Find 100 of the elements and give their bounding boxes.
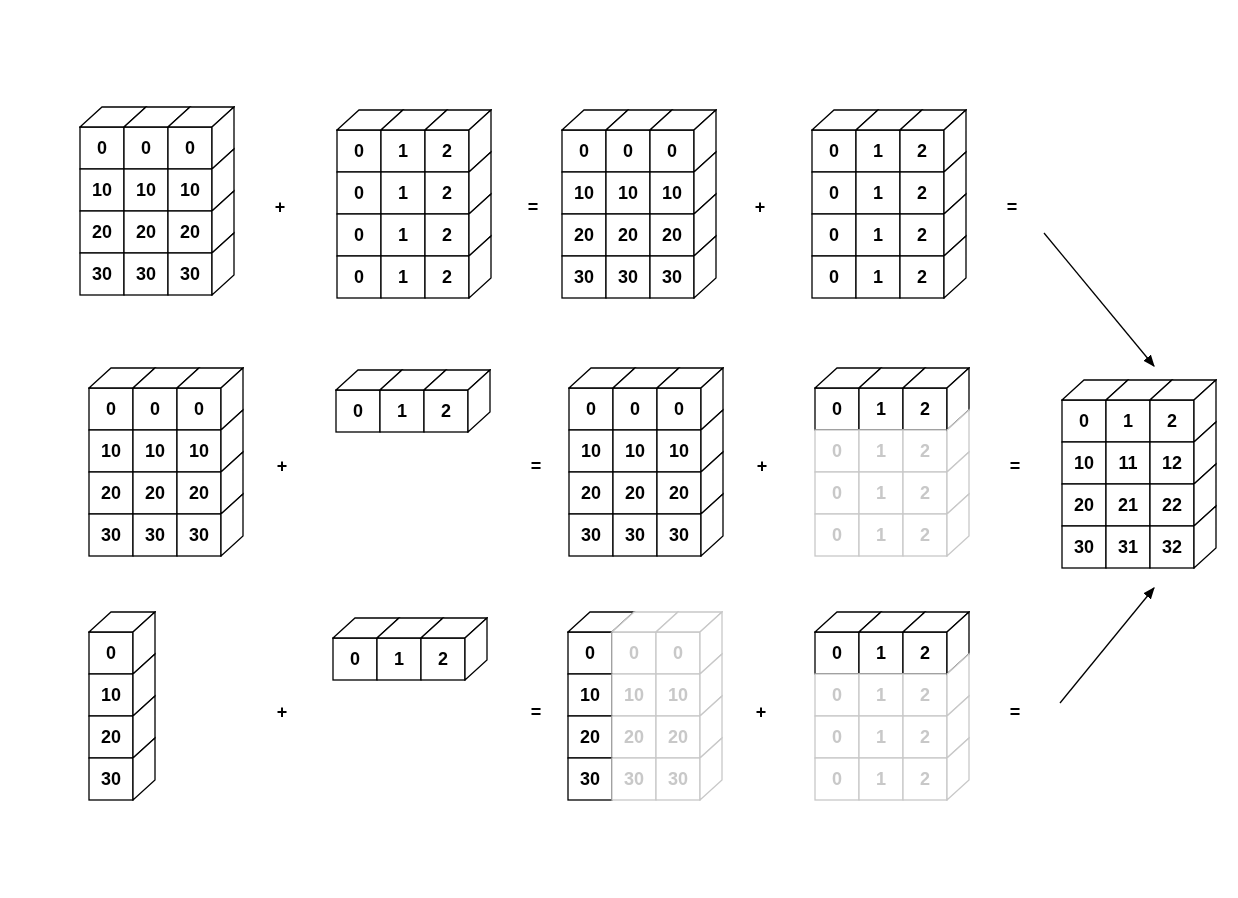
cell-value: 20 <box>617 223 639 247</box>
operator-symbol: = <box>1009 703 1021 721</box>
cell-value: 30 <box>661 265 683 289</box>
cell-value: 0 <box>828 265 840 289</box>
cell-value: 2 <box>441 223 453 247</box>
cell-value: 2 <box>919 397 931 421</box>
cell-value: 10 <box>91 178 113 202</box>
cell-value: 30 <box>144 523 166 547</box>
cell-value: 10 <box>135 178 157 202</box>
operator-symbol: + <box>274 198 286 216</box>
operator-symbol: + <box>276 457 288 475</box>
cell-value: 20 <box>100 481 122 505</box>
operator-symbol: = <box>530 457 542 475</box>
cell-value: 0 <box>353 181 365 205</box>
cell-value: 0 <box>585 397 597 421</box>
operator-symbol: = <box>527 198 539 216</box>
cell-value: 20 <box>179 220 201 244</box>
cell-value: 1 <box>393 647 405 671</box>
arrow <box>1059 587 1155 704</box>
cell-value: 1 <box>397 265 409 289</box>
cell-value: 20 <box>188 481 210 505</box>
cell-value: 30 <box>624 523 646 547</box>
cell-value: 0 <box>140 136 152 160</box>
cell-value: 1 <box>396 399 408 423</box>
cell-value: 30 <box>617 265 639 289</box>
cell-value: 30 <box>1073 535 1095 559</box>
cell-value: 2 <box>441 181 453 205</box>
cell-value: 20 <box>144 481 166 505</box>
cell-value: 2 <box>916 181 928 205</box>
cell-value: 10 <box>580 439 602 463</box>
cell-value: 30 <box>135 262 157 286</box>
cell-value: 0 <box>353 265 365 289</box>
cell-value: 1 <box>397 139 409 163</box>
cell-value: 10 <box>100 683 122 707</box>
cell-value: 0 <box>584 641 596 665</box>
cell-value: 30 <box>100 523 122 547</box>
operator-symbol: = <box>530 703 542 721</box>
cell-value: 20 <box>579 725 601 749</box>
cell-value: 30 <box>100 767 122 791</box>
cell-value: 0 <box>105 641 117 665</box>
cell-value: 30 <box>188 523 210 547</box>
operator-symbol: = <box>1009 457 1021 475</box>
cell-value: 0 <box>105 397 117 421</box>
cell-value: 1 <box>875 397 887 421</box>
cell-value: 10 <box>144 439 166 463</box>
cell-value: 1 <box>397 181 409 205</box>
cell-value: 20 <box>573 223 595 247</box>
cell-value: 2 <box>916 223 928 247</box>
cell-value: 0 <box>193 397 205 421</box>
cell-value: 1 <box>872 181 884 205</box>
cell-value: 2 <box>916 265 928 289</box>
cell-value: 20 <box>100 725 122 749</box>
cell-value: 0 <box>673 397 685 421</box>
cell-value: 21 <box>1117 493 1139 517</box>
cell-value: 1 <box>1122 409 1134 433</box>
cell-value: 0 <box>831 397 843 421</box>
cell-value: 0 <box>1078 409 1090 433</box>
cell-value: 0 <box>149 397 161 421</box>
cell-value: 10 <box>188 439 210 463</box>
cell-value: 20 <box>661 223 683 247</box>
cell-value: 2 <box>440 399 452 423</box>
cell-value: 0 <box>828 181 840 205</box>
cell-value: 30 <box>579 767 601 791</box>
cell-value: 12 <box>1161 451 1183 475</box>
cell-value: 31 <box>1117 535 1139 559</box>
cell-value: 10 <box>1073 451 1095 475</box>
cell-value: 10 <box>100 439 122 463</box>
cell-value: 1 <box>875 641 887 665</box>
cell-value: 2 <box>441 139 453 163</box>
cell-value: 10 <box>668 439 690 463</box>
cell-value: 22 <box>1161 493 1183 517</box>
cell-value: 0 <box>184 136 196 160</box>
operator-symbol: + <box>276 703 288 721</box>
cell-value: 0 <box>666 139 678 163</box>
cell-value: 0 <box>353 223 365 247</box>
cell-value: 1 <box>397 223 409 247</box>
cell-value: 2 <box>1166 409 1178 433</box>
cell-value: 20 <box>1073 493 1095 517</box>
cell-value: 0 <box>353 139 365 163</box>
cell-value: 30 <box>91 262 113 286</box>
cell-value: 20 <box>580 481 602 505</box>
cell-value: 10 <box>579 683 601 707</box>
cell-value: 2 <box>919 641 931 665</box>
cell-value: 2 <box>437 647 449 671</box>
cell-value: 10 <box>179 178 201 202</box>
cell-value: 30 <box>580 523 602 547</box>
cell-value: 0 <box>96 136 108 160</box>
cell-value: 0 <box>828 139 840 163</box>
cell-value: 1 <box>872 223 884 247</box>
cell-value: 20 <box>668 481 690 505</box>
operator-symbol: = <box>1006 198 1018 216</box>
cell-value: 0 <box>578 139 590 163</box>
cell-value: 1 <box>872 265 884 289</box>
cell-value: 2 <box>441 265 453 289</box>
cell-value: 30 <box>179 262 201 286</box>
cell-value: 30 <box>573 265 595 289</box>
cell-value: 20 <box>91 220 113 244</box>
operator-symbol: + <box>754 198 766 216</box>
cell-value: 10 <box>624 439 646 463</box>
cell-value: 20 <box>135 220 157 244</box>
